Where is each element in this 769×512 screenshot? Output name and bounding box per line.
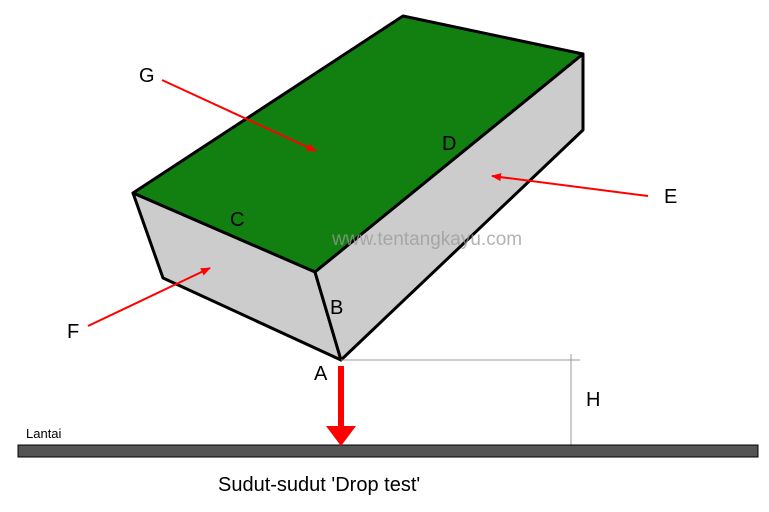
pointer-arrow-f <box>87 267 211 327</box>
label-f: F <box>67 321 79 343</box>
label-a: A <box>314 363 328 385</box>
caption: Sudut-sudut 'Drop test' <box>218 474 420 496</box>
label-b: B <box>330 297 343 319</box>
watermark: www.tentangkayu.com <box>331 229 522 250</box>
label-h: H <box>586 389 600 411</box>
floor <box>17 444 759 458</box>
pointer-arrow-g <box>161 79 317 152</box>
drop-arrow-head <box>326 426 356 446</box>
block-right-face <box>313 52 585 362</box>
floor-label: Lantai <box>26 426 62 441</box>
label-c: C <box>230 209 244 231</box>
pointer-arrow-e <box>491 173 649 197</box>
label-e: E <box>664 186 677 208</box>
label-g: G <box>139 65 155 87</box>
label-d: D <box>442 133 456 155</box>
